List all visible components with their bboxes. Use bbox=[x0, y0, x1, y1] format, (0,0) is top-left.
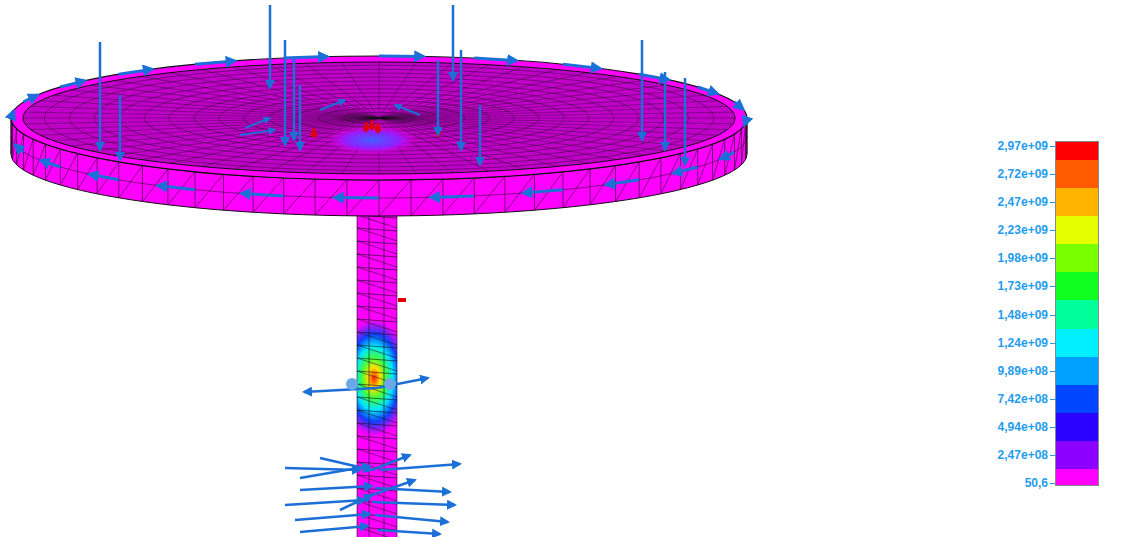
constraint-marker bbox=[311, 120, 441, 300]
colorbar-swatch bbox=[1056, 244, 1098, 273]
tick-mark bbox=[1050, 455, 1055, 456]
colorbar-swatch bbox=[1056, 357, 1098, 386]
colorbar-swatch bbox=[1056, 385, 1098, 414]
tick-mark bbox=[1050, 202, 1055, 203]
tick-mark bbox=[1050, 343, 1055, 344]
colorbar-swatch bbox=[1056, 142, 1098, 161]
model bbox=[11, 5, 747, 537]
disk bbox=[11, 56, 747, 216]
colorbar-value: 50,6 bbox=[958, 476, 1048, 490]
colorbar-value: 2,97e+09 bbox=[958, 139, 1048, 153]
tick-mark bbox=[1050, 315, 1055, 316]
colorbar-value: 2,23e+09 bbox=[958, 223, 1048, 237]
tick-mark bbox=[1050, 258, 1055, 259]
colorbar-swatch bbox=[1056, 441, 1098, 470]
colorbar-swatch bbox=[1056, 469, 1098, 486]
colorbar-swatch bbox=[1056, 160, 1098, 189]
colorbar-swatch bbox=[1056, 329, 1098, 358]
colorbar-value: 2,47e+08 bbox=[958, 448, 1048, 462]
colorbar-frame bbox=[1055, 141, 1099, 486]
tick-mark bbox=[1050, 483, 1055, 484]
colorbar-value: 7,42e+08 bbox=[958, 392, 1048, 406]
tick-mark bbox=[1050, 230, 1055, 231]
load-arrows bbox=[11, 5, 747, 534]
colorbar-swatch bbox=[1056, 188, 1098, 217]
tick-mark bbox=[1050, 399, 1055, 400]
colorbar-swatch bbox=[1056, 300, 1098, 329]
tick-mark bbox=[1050, 427, 1055, 428]
tick-mark bbox=[1050, 286, 1055, 287]
colorbar-value: 1,24e+09 bbox=[958, 336, 1048, 350]
colorbar-value: 1,98e+09 bbox=[958, 251, 1048, 265]
colorbar-value: 2,72e+09 bbox=[958, 167, 1048, 181]
colorbar-swatch bbox=[1056, 413, 1098, 442]
colorbar-value: 4,94e+08 bbox=[958, 420, 1048, 434]
colorbar-value: 1,48e+09 bbox=[958, 308, 1048, 322]
colorbar-swatch bbox=[1056, 272, 1098, 301]
colorbar-swatch bbox=[1056, 216, 1098, 245]
colorbar-value: 2,47e+09 bbox=[958, 195, 1048, 209]
colorbar-value: 1,73e+09 bbox=[958, 279, 1048, 293]
colorbar-value: 9,89e+08 bbox=[958, 364, 1048, 378]
tick-mark bbox=[1050, 371, 1055, 372]
tick-mark bbox=[1050, 174, 1055, 175]
tick-mark bbox=[1050, 146, 1055, 147]
